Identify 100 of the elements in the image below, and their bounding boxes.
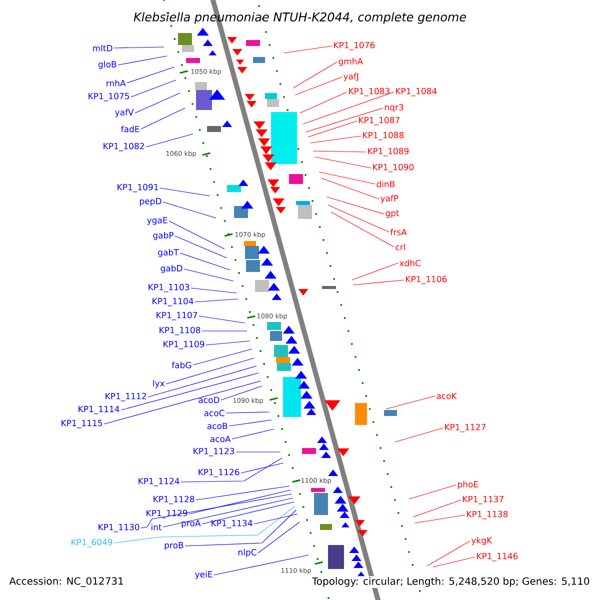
leader-line xyxy=(146,134,194,148)
gene-label: dinB xyxy=(376,180,395,188)
leader-line xyxy=(330,212,394,248)
gene-label: KP1_1091 xyxy=(118,184,158,192)
gene-label: proB xyxy=(164,542,184,550)
leader-line xyxy=(302,92,394,124)
leader-line xyxy=(126,66,175,84)
leader-line xyxy=(202,502,294,524)
leader-line xyxy=(254,514,298,524)
leader-line xyxy=(174,236,228,258)
gene-label: KP1_1109 xyxy=(164,340,204,350)
leader-line xyxy=(130,80,176,98)
leader-line xyxy=(220,386,262,400)
leader-line xyxy=(283,46,332,54)
leader-line xyxy=(194,298,238,302)
gene-label: acoD xyxy=(198,396,220,404)
leader-line xyxy=(414,514,466,524)
accession-text: Accession: NC_012731 xyxy=(8,576,125,588)
gene-label: int xyxy=(152,524,162,530)
leader-line xyxy=(160,188,210,196)
leader-line xyxy=(226,412,270,414)
gene-label: nqr3 xyxy=(384,104,404,112)
leader-line xyxy=(168,220,225,250)
gene-label: KP1_6049 xyxy=(72,538,112,548)
gene-label: KP1_1104 xyxy=(152,298,194,306)
leader-line xyxy=(394,428,444,442)
leader-line xyxy=(162,202,216,218)
gene-label: pepD xyxy=(140,198,162,206)
gene-label: KP1_1103 xyxy=(148,284,190,292)
leader-line xyxy=(228,420,272,426)
leader-line xyxy=(192,348,252,366)
leader-line xyxy=(180,458,282,482)
leader-line xyxy=(198,316,246,324)
gene-label: xdhC xyxy=(399,260,420,266)
gene-label: KP1_1124 xyxy=(138,478,180,486)
gene-label: KP1_1130 xyxy=(98,524,140,532)
gene-label: KP1_1083 xyxy=(349,88,390,96)
gene-label: KP1_1075 xyxy=(88,92,130,102)
leader-line xyxy=(120,372,259,410)
gene-label: acoA xyxy=(210,436,231,442)
leader-line xyxy=(214,554,309,576)
leader-line xyxy=(114,506,296,544)
gene-label: KP1_1128 xyxy=(154,496,194,504)
leader-line xyxy=(184,268,234,282)
gene-label: KP1_1087 xyxy=(359,116,400,126)
gene-label: KP1_1138 xyxy=(467,510,508,520)
leader-line xyxy=(312,150,366,152)
leader-line xyxy=(140,108,186,130)
gene-label: frsA xyxy=(390,228,407,236)
gene-label: nlpC xyxy=(238,548,256,558)
leader-line xyxy=(318,172,376,184)
leader-line xyxy=(134,92,180,114)
leader-line xyxy=(308,120,358,138)
gene-label: KP1_1114 xyxy=(78,406,120,414)
leader-line xyxy=(292,62,338,88)
gene-label: KP1_1112 xyxy=(106,392,146,402)
leader-line xyxy=(114,46,164,48)
gene-label: gabD xyxy=(160,264,182,274)
leader-line xyxy=(180,252,230,270)
gene-label: KP1_1127 xyxy=(445,424,486,432)
gene-label: mltD xyxy=(93,44,112,52)
leader-line xyxy=(352,262,398,280)
title: Klebsiella pneumoniae NTUH-K2044, complete genome xyxy=(134,12,466,24)
leader-line xyxy=(140,494,292,528)
leader-line xyxy=(432,556,476,568)
gene-label: acoB xyxy=(207,422,228,430)
gene-label: fabG xyxy=(172,362,192,368)
gene-label: KP1_1137 xyxy=(463,496,504,504)
gene-label: KP1_1084 xyxy=(396,88,437,96)
leader-line xyxy=(202,330,248,332)
gene-label: acoK xyxy=(436,392,458,400)
leader-line xyxy=(258,522,300,554)
gene-label: yafP xyxy=(380,194,398,204)
leader-line xyxy=(104,380,262,424)
gene-label: KP1_1146 xyxy=(477,552,518,562)
gene-label: fadE xyxy=(121,126,140,132)
gene-label: KP1_1115 xyxy=(62,420,102,428)
leader-line xyxy=(166,358,255,384)
gene-label: rnhA xyxy=(106,80,126,86)
gene-label: lyx xyxy=(153,380,165,388)
gene-label: proA xyxy=(182,520,201,528)
leader-line xyxy=(300,92,348,114)
gene-label: KP1_1108 xyxy=(160,326,200,336)
leader-line xyxy=(232,428,274,440)
leader-line xyxy=(240,462,284,474)
gene-label: KP1_1106 xyxy=(406,276,447,284)
leader-line xyxy=(294,76,342,96)
gene-label: ygaE xyxy=(147,217,168,225)
leader-line xyxy=(206,340,250,346)
gene-label: KP1_1082 xyxy=(104,142,144,152)
leader-line xyxy=(196,486,290,500)
leader-line xyxy=(162,498,294,528)
gene-label: KP1_1107 xyxy=(156,312,198,320)
leader-line xyxy=(408,484,456,500)
gene-label: KP1_1088 xyxy=(363,132,404,140)
gene-label: gmhA xyxy=(338,58,363,66)
gene-label: KP1_1090 xyxy=(373,164,414,172)
gene-label: gabP xyxy=(153,232,174,240)
leader-line xyxy=(184,510,296,546)
gene-label: KP1_1134 xyxy=(212,520,252,528)
